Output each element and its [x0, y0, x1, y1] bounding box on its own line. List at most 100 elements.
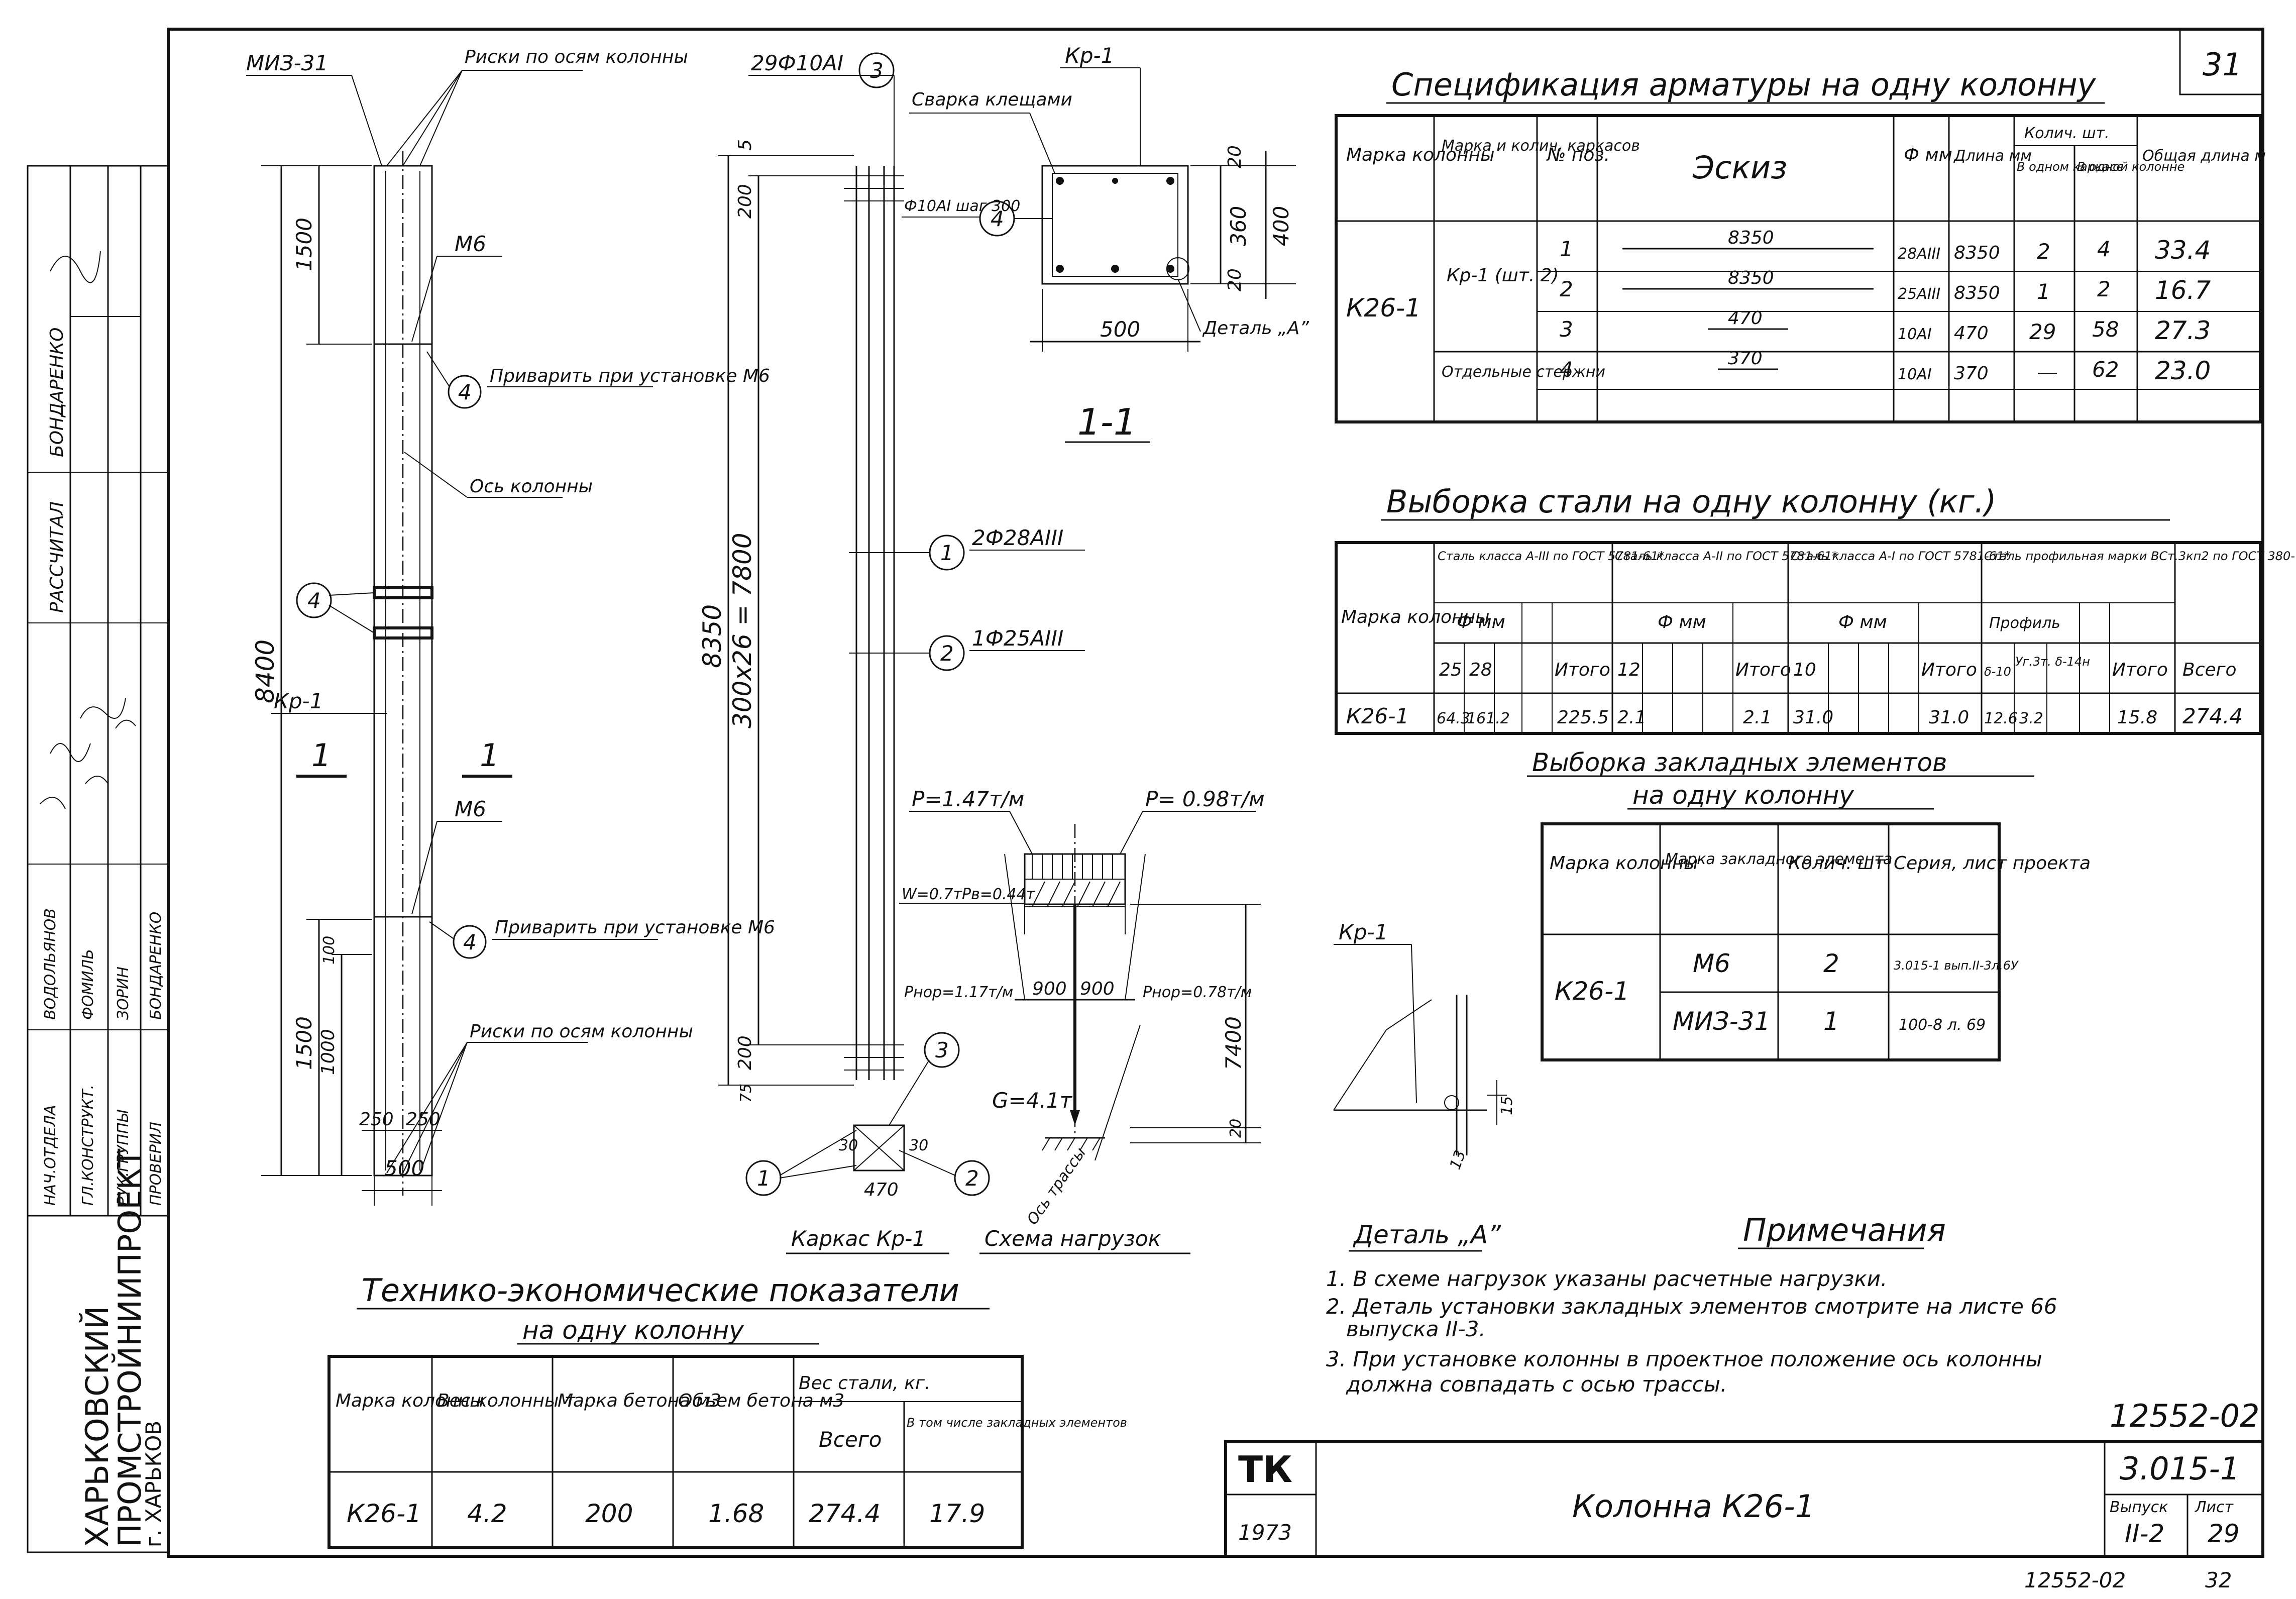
note-2b: выпуска II-3.: [1346, 1317, 1486, 1341]
stamp-name-1: БОНДАРЕНКО: [47, 328, 67, 457]
cage-callout-3-top: [858, 52, 895, 88]
spec-r4-dia: 10АI: [1898, 366, 1932, 383]
spec-r1-dia: 28АIII: [1898, 245, 1940, 263]
cage-dim-75: 75: [737, 1084, 755, 1103]
spec-h-pos: № поз.: [1546, 145, 1610, 165]
cage-callout-2-bot-text: 2: [965, 1166, 979, 1191]
steel-r-it3: 31.0: [1929, 707, 1969, 728]
spec-h-len: Длина мм: [1953, 147, 2032, 165]
steel-h-itogo2: Итого: [1735, 660, 1791, 680]
label-risks-bot: Риски по осям колонны: [470, 1021, 693, 1042]
sec-callout-4: [979, 200, 1015, 237]
cage-dim-200-top: 200: [735, 184, 755, 219]
sec-dim-360: 360: [1226, 206, 1251, 246]
cage-dim-5: 5: [735, 139, 755, 151]
spec-h-sketch: Эскиз: [1692, 149, 1787, 186]
embed-r1-series: 3.015-1 вып.II-3л.6У: [1894, 958, 2019, 973]
steel-h-total: Всего: [2182, 660, 2237, 680]
load-pnorm-left: Рнор=1.17т/м: [904, 984, 1013, 1001]
tep-h-steel: Вес стали, кг.: [799, 1373, 930, 1394]
spec-r2-in-cage: 1: [2037, 279, 2050, 304]
load-d2: 900: [1080, 979, 1115, 999]
cage-callout-3-bot-text: 3: [935, 1038, 949, 1062]
label-m6-top: М6: [455, 232, 486, 256]
spec-col-mark: К26-1: [1346, 293, 1421, 323]
spec-r3-len: 470: [1954, 323, 1989, 344]
tb-issue: II-2: [2125, 1519, 2164, 1548]
tep-r-concrete: 200: [585, 1499, 633, 1528]
load-p-left: Р=1.47т/м: [912, 787, 1024, 811]
dim-1000: 1000: [318, 1029, 339, 1075]
cage-dim-470: 470: [864, 1180, 899, 1200]
load-g: G=4.1т: [992, 1088, 1073, 1113]
embed-table: Выборка закладных элементов на одну коло…: [1527, 748, 2091, 1061]
spec-h-mark: Марка колонны: [1346, 145, 1495, 165]
cage-rebar2: 1Ф25АIII: [972, 626, 1063, 651]
load-pnorm-right: Рнор=0.78т/м: [1143, 984, 1252, 1001]
steel-r-v28: 161.2: [1467, 710, 1510, 727]
cage-callout-1: [929, 535, 965, 571]
sec-dim-20-top: 20: [1225, 145, 1245, 168]
tep-title2: на одну колонну: [522, 1316, 744, 1345]
spec-r1-pos: 1: [1560, 237, 1573, 261]
steel-r-v12: 2.1: [1617, 707, 1646, 728]
label-m6-bot: М6: [455, 797, 486, 821]
steel-h-28: 28: [1469, 660, 1492, 680]
steel-h-g2: Сталь класса А-II по ГОСТ 5781-61*: [1615, 549, 1838, 563]
spec-h-in-col: В одной колонне: [2077, 160, 2184, 174]
tep-table: Технико-экономические показатели на одну…: [327, 1272, 1127, 1549]
steel-r-p1: 12.6: [1984, 710, 2018, 727]
sec-dim-500: 500: [1100, 317, 1140, 342]
tep-h-embed: В том числе закладных элементов: [907, 1416, 1127, 1430]
cage-top-label: 29Ф10АI: [751, 51, 843, 75]
spec-r1-len: 8350: [1954, 243, 2000, 263]
spec-r3-sketch: 470: [1728, 308, 1763, 329]
signature-1: [40, 251, 101, 809]
label-risks-top: Риски по осям колонны: [465, 47, 688, 67]
embed-r1-el: М6: [1693, 949, 1730, 978]
spec-r3-in-cage: 29: [2029, 319, 2056, 344]
cage-dim-30-right: 30: [909, 1137, 928, 1154]
spec-h-qty: Колич. шт.: [2024, 125, 2110, 142]
embed-r2-el: МИЗ-31: [1673, 1007, 1770, 1036]
cage-dim-30-left: 30: [839, 1137, 858, 1154]
org-line3: г. ХАРЬКОВ: [141, 1421, 166, 1547]
steel-r-p2: 3.2: [2019, 710, 2043, 727]
spec-r2-dia: 25АIII: [1898, 285, 1940, 303]
detail-label-kr1: Кр-1: [1339, 920, 1388, 944]
stamp-name-3: ФОМИЛЬ: [79, 949, 97, 1020]
embed-h-mark: Марка колонны: [1550, 853, 1698, 874]
steel-table: Выборка стали на одну колонну (кг.) Марк…: [1335, 483, 2296, 735]
spec-table: Спецификация арматуры на одну колонну Ма…: [1335, 66, 2266, 423]
spec-r1-sketch: 8350: [1728, 228, 1774, 248]
spec-r2-sketch: 8350: [1728, 268, 1774, 288]
spec-r3-total: 27.3: [2155, 316, 2211, 345]
cage-callout-3-top-text: 3: [870, 58, 884, 83]
spec-r4-sketch: 370: [1728, 348, 1763, 369]
spec-h-dia: Ф мм: [1904, 145, 1952, 165]
notes: Примечания 1. В схеме нагрузок указаны р…: [1326, 1212, 2057, 1397]
tep-r-steel: 274.4: [809, 1499, 881, 1528]
load-p-right: Р= 0.98т/м: [1145, 787, 1265, 811]
stamp-role-5: ПРОВЕРИЛ: [147, 1122, 165, 1206]
steel-r-v25: 64.3: [1437, 710, 1470, 727]
tb-footer-no: 12552-02: [2024, 1568, 2126, 1592]
stamp-role-3: ГЛ.КОНСТРУКТ.: [79, 1085, 97, 1206]
tb-name: Колонна К26-1: [1572, 1488, 1815, 1525]
sec-dim-20-bot: 20: [1225, 268, 1245, 291]
spec-r1-in-cage: 2: [2037, 239, 2050, 264]
title-block: 12552-02 ТК 1973 Колонна К26-1 3.015-1 В…: [1224, 1398, 2264, 1592]
steel-h-fmm2: Ф мм: [1658, 612, 1706, 632]
spec-r4-pos: 4: [1560, 357, 1573, 382]
detail-a: Кр-1 15 13 Деталь „А”: [1333, 920, 1516, 1252]
sec-label-kr1: Кр-1: [1065, 43, 1114, 68]
spec-h-total: Общая длина м: [2142, 147, 2266, 165]
spec-r4-len: 370: [1954, 363, 1989, 384]
load-w: W=0.7т: [902, 886, 963, 903]
steel-h-p2: Уг.3т. δ-14н: [2015, 655, 2090, 669]
tb-year: 1973: [1238, 1520, 1292, 1545]
tb-doc-no: 12552-02: [2110, 1398, 2260, 1434]
load-pb: Рв=0.44т: [962, 886, 1036, 903]
dim-100: 100: [320, 936, 338, 965]
embed-title1: Выборка закладных элементов: [1532, 748, 1947, 777]
